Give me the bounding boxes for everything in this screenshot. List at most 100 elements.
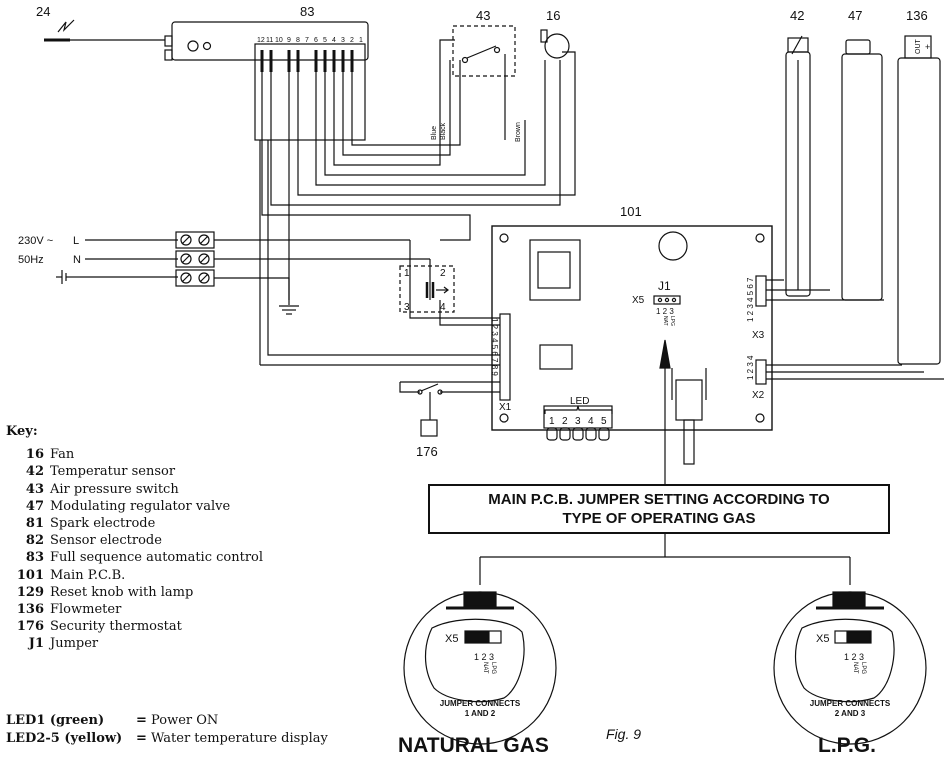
key-text: Security thermostat (50, 619, 182, 635)
key-title: Key: (6, 424, 38, 439)
label-136: 136 (906, 8, 928, 23)
key-num: 176 (16, 619, 44, 635)
terminal-6: 6 (314, 37, 318, 44)
key-text: Spark electrode (50, 516, 156, 532)
key-num: 16 (25, 447, 44, 463)
key-num: 43 (25, 481, 44, 497)
relay-p4: 4 (440, 302, 446, 313)
pcb-x3: X3 (752, 330, 765, 341)
pcb-x5: X5 (632, 295, 645, 306)
wire-black: Black (440, 122, 447, 140)
key-num: 101 (16, 567, 44, 583)
pcb-x5-pins: 1 2 3 (656, 307, 674, 316)
key-legend: Key: 16 Fan 42 Temperatur sensor 43 Air pre… (6, 423, 366, 653)
pcb-x1: X1 (499, 402, 512, 413)
key-num: 136 (16, 602, 44, 618)
detail-lpg-line2: 2 AND 3 (835, 709, 866, 718)
key-text: Fan (50, 447, 75, 463)
led-num-1: 1 (549, 416, 555, 427)
key-item: 101 Main P.C.B. (6, 567, 366, 584)
led-num-3: 3 (575, 416, 581, 427)
key-num: 81 (25, 516, 44, 532)
led-eq: = Power ON (136, 712, 218, 730)
terminal-12: 12 (257, 37, 265, 44)
terminal-11: 11 (266, 37, 273, 44)
detail-nat-line2: 1 AND 2 (465, 709, 496, 718)
detail-lpg-line1: JUMPER CONNECTS (810, 699, 891, 708)
detail-nat-pins: 1 2 3 (474, 652, 494, 662)
led-label: LED2-5 (yellow) (6, 731, 123, 746)
led-eq-sign: = (136, 731, 147, 746)
figure-caption: Fig. 9 (606, 726, 642, 742)
detail-lpg-nat: NAT (852, 662, 858, 674)
wire-brown: Brown (515, 122, 522, 142)
key-text: Reset knob with lamp (50, 584, 194, 600)
terminal-4: 4 (332, 37, 336, 44)
pcb-led-label: LED (570, 396, 589, 407)
detail-nat-line1: JUMPER CONNECTS (440, 699, 521, 708)
relay-p1: 1 (404, 268, 410, 279)
key-text: Main P.C.B. (50, 567, 126, 583)
jumper-setting-line1: MAIN P.C.B. JUMPER SETTING ACCORDING TO (488, 491, 830, 508)
key-item: 81 Spark electrode (6, 515, 366, 532)
key-item: 42 Temperatur sensor (6, 463, 366, 480)
key-item: 83 Full sequence automatic control (6, 549, 366, 566)
key-item: 43 Air pressure switch (6, 481, 366, 498)
led-text: Power ON (151, 713, 219, 728)
led-eq: = Water temperature display (136, 730, 328, 748)
supply-freq: 50Hz (18, 254, 44, 266)
jumper-setting-box: MAIN P.C.B. JUMPER SETTING ACCORDING TO … (428, 484, 890, 534)
key-num: 42 (25, 464, 44, 480)
pcb-lpg: LPG (669, 316, 675, 326)
wire-blue: Blue (431, 126, 438, 140)
key-text: Modulating regulator valve (50, 498, 231, 514)
detail-lpg-pins: 1 2 3 (844, 652, 864, 662)
label-47: 47 (848, 8, 862, 23)
pcb-x1-pins: 1 2 3 4 5 6 7 8 9 (490, 318, 499, 376)
key-item: 176 Security thermostat (6, 618, 366, 635)
label-83: 83 (300, 4, 314, 19)
led-text: Water temperature display (151, 731, 328, 746)
supply-l: L (73, 235, 79, 247)
terminal-10: 10 (275, 37, 283, 44)
terminal-1: 1 (359, 37, 363, 44)
supply-voltage: 230V ~ (18, 235, 53, 247)
detail-nat-nat: NAT (482, 662, 488, 674)
pcb-x2: X2 (752, 390, 765, 401)
key-num: 83 (25, 550, 44, 566)
pcb-nat: NAT (662, 316, 668, 326)
led-row: LED2-5 (yellow) = Water temperature disp… (6, 730, 328, 748)
key-num: 47 (25, 498, 44, 514)
terminal-5: 5 (323, 37, 327, 44)
key-item: 47 Modulating regulator valve (6, 498, 366, 515)
relay-p3: 3 (404, 302, 410, 313)
lpg-label: L.P.G. (818, 734, 876, 757)
terminal-2: 2 (350, 37, 354, 44)
terminal-8: 8 (296, 37, 300, 44)
key-text: Full sequence automatic control (50, 550, 264, 566)
detail-nat-lpg: LPG (490, 662, 496, 674)
pcb-x3-pins: 1 2 3 4 5 6 7 (746, 277, 755, 322)
detail-lpg-lpg: LPG (860, 662, 866, 674)
label-42: 42 (790, 8, 804, 23)
natural-gas-label: NATURAL GAS (398, 734, 549, 757)
led-num-4: 4 (588, 416, 594, 427)
detail-nat-x5: X5 (445, 633, 458, 645)
key-num: 82 (25, 533, 44, 549)
jumper-setting-line2: TYPE OF OPERATING GAS (562, 510, 756, 527)
pcb-x2-pins: 1 2 3 4 (746, 355, 755, 380)
label-43: 43 (476, 8, 490, 23)
key-text: Flowmeter (50, 602, 122, 618)
key-text: Air pressure switch (50, 481, 179, 497)
label-plus: + (925, 42, 930, 52)
terminal-7: 7 (305, 37, 309, 44)
led-num-2: 2 (562, 416, 568, 427)
terminal-9: 9 (287, 37, 291, 44)
key-num: J1 (28, 636, 44, 652)
key-text: Temperatur sensor (50, 464, 176, 480)
label-176: 176 (416, 444, 438, 459)
